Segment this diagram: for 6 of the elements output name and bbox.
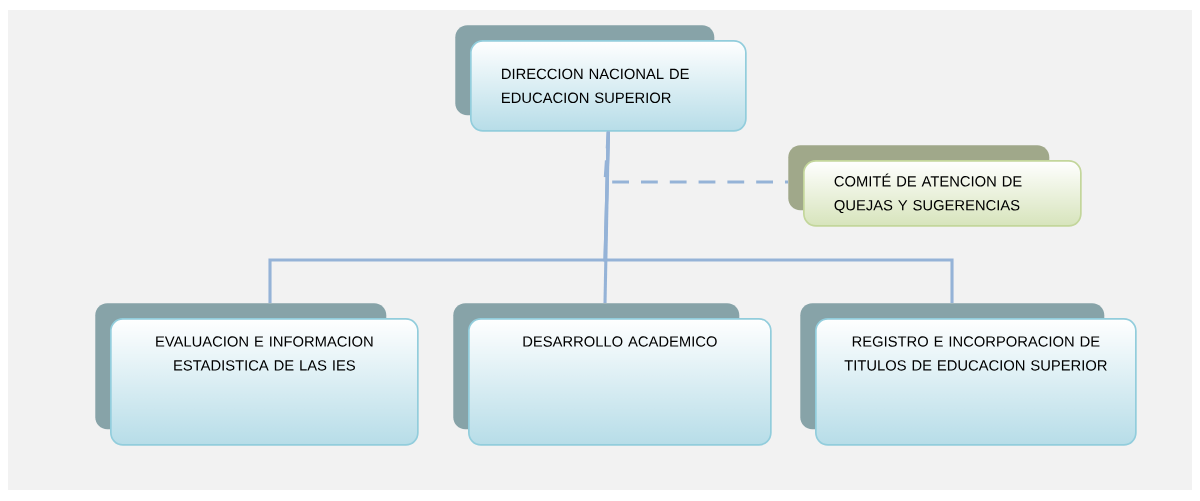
org-box: DESARROLLO ACADEMICO — [453, 303, 772, 446]
org-box: REGISTRO E INCORPORACION DE TITULOS DE EDUCACION SUPERIOR — [800, 303, 1137, 446]
org-box: DIRECCION NACIONAL DE EDUCACION SUPERIOR — [455, 25, 747, 132]
connector-line — [603, 131, 954, 303]
org-box: EVALUACION E INFORMACION ESTADISTICA DE LAS IES — [95, 303, 419, 446]
org-box: COMITÉ DE ATENCION DE QUEJAS Y SUGERENCIAS — [788, 145, 1082, 227]
